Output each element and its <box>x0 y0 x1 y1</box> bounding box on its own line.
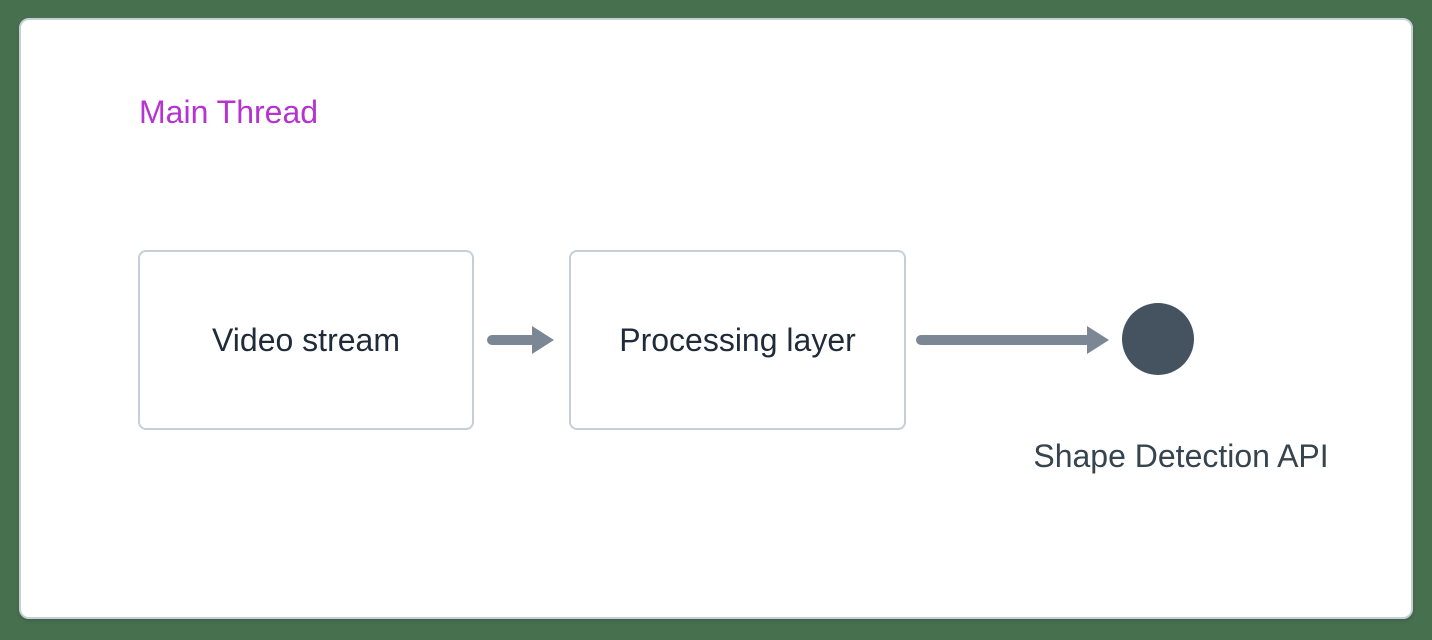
node-video-stream: Video stream <box>138 250 474 430</box>
arrow-head <box>532 326 554 354</box>
main-thread-panel: Main Thread Video stream Processing laye… <box>19 18 1413 619</box>
shape-detection-api-circle-icon <box>1122 303 1194 375</box>
arrow-right-icon-video-to-processing <box>487 326 554 354</box>
lane-label-main-thread: Main Thread <box>139 94 319 130</box>
node-processing-layer: Processing layer <box>569 250 906 430</box>
node-video-stream-label: Video stream <box>212 321 400 358</box>
arrow-shaft <box>916 335 1091 345</box>
arrow-right-icon-processing-to-api <box>916 326 1109 354</box>
arrow-head <box>1087 326 1109 354</box>
arrow-shaft <box>487 335 536 345</box>
shape-detection-api-label: Shape Detection API <box>1033 438 1329 474</box>
node-processing-layer-label: Processing layer <box>619 321 856 358</box>
